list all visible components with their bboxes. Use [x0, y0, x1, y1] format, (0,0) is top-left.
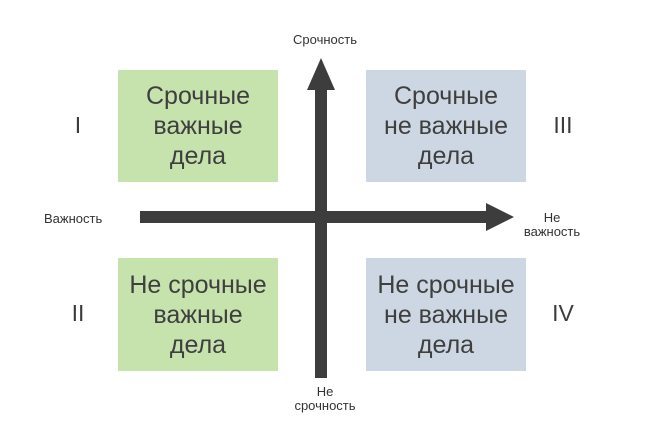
axis-label-not-importance: Не важность [523, 210, 581, 239]
quadrant-numeral-4: IV [552, 300, 574, 326]
quadrant-not-urgent-important: Не срочные важные дела [118, 258, 278, 371]
axis-label-importance: Важность [44, 211, 103, 226]
axis-label-urgency: Срочность [293, 32, 357, 47]
quadrant-numeral-2: II [71, 300, 85, 326]
quadrant-numeral-3: III [553, 112, 573, 138]
axis-label-not-urgency: Не срочность [294, 384, 356, 413]
quadrant-numeral-1: I [74, 112, 82, 138]
quadrant-urgent-important: Срочные важные дела [118, 70, 278, 182]
quadrant-not-urgent-not-important: Не срочные не важные дела [366, 258, 526, 371]
horizontal-axis-arrowhead [486, 203, 514, 231]
quadrant-urgent-not-important: Срочные не важные дела [366, 70, 526, 182]
vertical-axis-line [315, 88, 327, 378]
horizontal-axis-line [140, 211, 492, 223]
vertical-axis-arrowhead [307, 58, 335, 90]
